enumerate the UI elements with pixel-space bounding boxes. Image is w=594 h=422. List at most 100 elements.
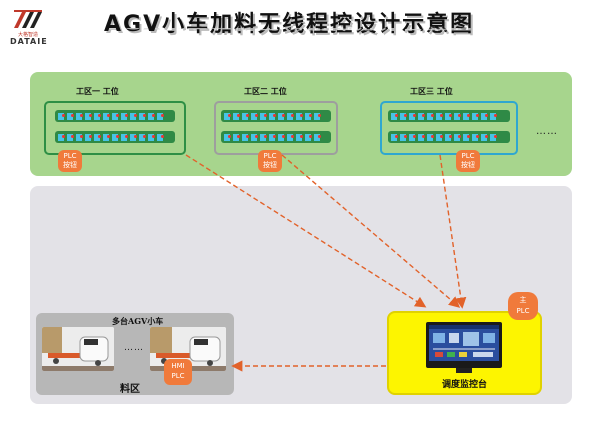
- badge-line-1: PLC: [461, 152, 475, 160]
- monitor-screen: [429, 325, 499, 361]
- bin-slot: [481, 112, 488, 120]
- bin-slot: [418, 133, 425, 141]
- bin-slot: [58, 112, 65, 120]
- monitor-icon: [426, 322, 502, 368]
- station-3-plc-badge[interactable]: PLC 按钮: [456, 150, 480, 172]
- bin-slot: [454, 112, 461, 120]
- station-3-shelf-top: [388, 110, 510, 122]
- badge-line-2: 按钮: [461, 161, 475, 169]
- station-1-label: 工区一 工位: [76, 86, 119, 96]
- bin-slot: [296, 112, 303, 120]
- bin-slot: [242, 112, 249, 120]
- link-station-1-to-console: [185, 154, 427, 308]
- station-1-frame[interactable]: [44, 101, 186, 155]
- bin-slot: [490, 112, 497, 120]
- station-1-shelf-bottom: [55, 131, 175, 143]
- bin-slot: [287, 112, 294, 120]
- station-1-plc-badge[interactable]: PLC 按钮: [58, 150, 82, 172]
- bin-slot: [233, 133, 240, 141]
- bin-slot: [121, 133, 128, 141]
- bin-slot: [445, 112, 452, 120]
- bin-slot: [67, 112, 74, 120]
- bin-slot: [224, 112, 231, 120]
- bin-slot: [76, 112, 83, 120]
- bin-slot: [427, 112, 434, 120]
- bin-slot: [296, 133, 303, 141]
- material-area-label: 料区: [120, 384, 140, 395]
- station-3-shelf-bottom: [388, 131, 510, 143]
- station-3-frame[interactable]: [380, 101, 518, 155]
- bin-slot: [409, 112, 416, 120]
- bin-slot: [278, 133, 285, 141]
- bin-slot: [67, 133, 74, 141]
- monitor-stand: [456, 368, 472, 373]
- bin-slot: [463, 112, 470, 120]
- workstation-panel: [30, 72, 572, 176]
- badge-line-2: 按钮: [263, 161, 277, 169]
- link-station-2-to-console: [281, 154, 461, 308]
- bin-slot: [112, 133, 119, 141]
- bin-slot: [139, 133, 146, 141]
- station-2-plc-badge[interactable]: PLC 按钮: [258, 150, 282, 172]
- bin-slot: [94, 133, 101, 141]
- bin-slot: [391, 112, 398, 120]
- dispatch-console-label: 调度监控台: [441, 380, 487, 390]
- bin-slot: [305, 112, 312, 120]
- badge-line-1: HMI: [171, 362, 185, 370]
- bin-slot: [130, 112, 137, 120]
- bin-slot: [278, 112, 285, 120]
- badge-line-2: PLC: [516, 307, 530, 315]
- station-3-label: 工区三 工位: [410, 86, 453, 96]
- bin-slot: [305, 133, 312, 141]
- bin-slot: [242, 133, 249, 141]
- bin-slot: [112, 112, 119, 120]
- badge-line-2: PLC: [171, 372, 185, 380]
- bin-slot: [157, 133, 164, 141]
- logo-caption: 大格智造: [17, 32, 38, 38]
- badge-line-1: PLC: [63, 152, 77, 160]
- bin-slot: [427, 133, 434, 141]
- bin-slot: [233, 112, 240, 120]
- bin-slot: [490, 133, 497, 141]
- badge-line-1: 主: [519, 296, 527, 304]
- page-title: AGV小车加料无线程控设计示意图: [104, 12, 475, 37]
- bin-slot: [103, 133, 110, 141]
- header-bar: [0, 0, 594, 48]
- bin-slot: [251, 112, 258, 120]
- agv-fleet-title: 多台AGV小车: [112, 316, 164, 326]
- bin-slot: [85, 133, 92, 141]
- station-2-shelf-top: [221, 110, 331, 122]
- bin-slot: [287, 133, 294, 141]
- bin-slot: [76, 133, 83, 141]
- bin-slot: [269, 133, 276, 141]
- bin-slot: [121, 112, 128, 120]
- bin-slot: [139, 112, 146, 120]
- scada-screen-graphic: [429, 325, 499, 357]
- agv-hmi-plc-badge[interactable]: HMI PLC: [164, 359, 192, 385]
- bin-slot: [454, 133, 461, 141]
- bin-slot: [251, 133, 258, 141]
- station-1-shelf-top: [55, 110, 175, 122]
- link-station-3-to-console: [439, 154, 467, 309]
- bin-slot: [418, 112, 425, 120]
- master-plc-badge[interactable]: 主 PLC: [508, 292, 538, 320]
- agv-cart-image-1: [42, 327, 114, 371]
- bin-slot: [400, 133, 407, 141]
- agv-more-ellipsis: ……: [124, 343, 144, 353]
- bin-slot: [472, 133, 479, 141]
- bin-slot: [314, 112, 321, 120]
- bin-slot: [445, 133, 452, 141]
- bin-slot: [409, 133, 416, 141]
- logo-icon: [14, 10, 42, 28]
- bin-slot: [85, 112, 92, 120]
- station-2-label: 工区二 工位: [244, 86, 287, 96]
- bin-slot: [472, 112, 479, 120]
- bin-slot: [481, 133, 488, 141]
- bin-slot: [130, 133, 137, 141]
- bin-slot: [148, 112, 155, 120]
- bin-slot: [157, 112, 164, 120]
- more-stations-ellipsis: ……: [536, 126, 558, 137]
- station-2-shelf-bottom: [221, 131, 331, 143]
- bin-slot: [103, 112, 110, 120]
